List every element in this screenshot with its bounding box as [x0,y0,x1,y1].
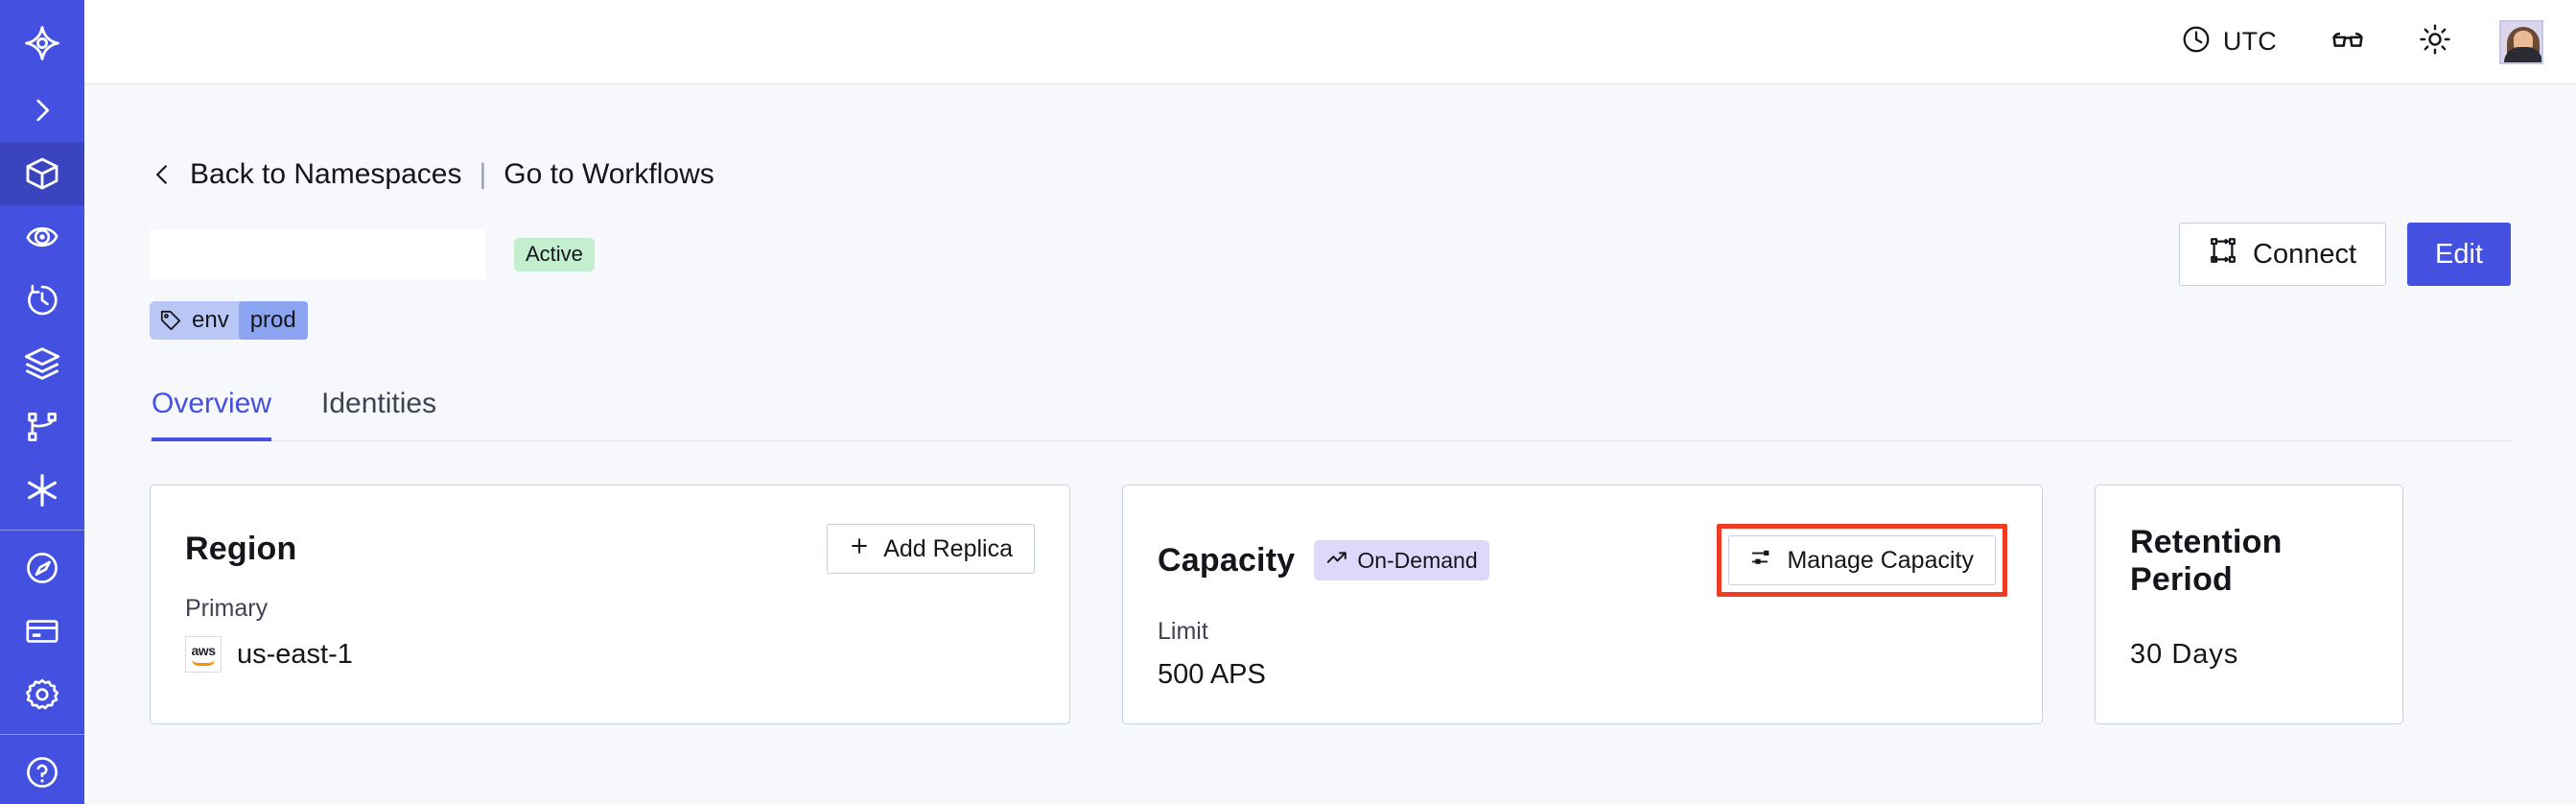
breadcrumb-workflows-link[interactable]: Go to Workflows [503,158,714,190]
edit-button-label: Edit [2435,238,2483,270]
page-title [150,229,485,279]
retention-card-title: Retention Period [2130,524,2283,598]
manage-capacity-label: Manage Capacity [1787,546,1974,574]
on-demand-badge-label: On-Demand [1357,547,1478,573]
aws-logo-icon: aws [185,636,222,673]
breadcrumb-separator: | [479,158,487,190]
theme-toggle-button[interactable] [2392,23,2478,60]
region-primary-label: Primary [185,595,269,622]
add-replica-button[interactable]: Add Replica [827,524,1035,574]
capacity-card: Capacity On-Demand [1122,485,2043,724]
region-primary-value: us-east-1 [237,638,353,670]
region-primary-value-row: aws us-east-1 [185,636,1035,673]
retention-card: Retention Period 30 Days [2095,485,2403,724]
breadcrumb: Back to Namespaces | Go to Workflows [150,158,2511,191]
add-replica-label: Add Replica [883,534,1013,562]
connect-button-label: Connect [2253,238,2357,270]
sidebar-item-nexus[interactable] [0,459,84,522]
capacity-card-header: Capacity On-Demand [1158,524,2007,597]
status-badge: Active [514,237,595,272]
namespace-header: Active [150,223,2511,286]
avatar-body [2504,46,2541,62]
sidebar-divider-1 [0,529,84,531]
on-demand-badge: On-Demand [1314,540,1489,580]
region-card-header: Region Add Replica [185,524,1035,574]
edit-button[interactable]: Edit [2407,223,2511,286]
tag-key: env [192,307,229,333]
region-card-actions: Add Replica [827,524,1035,574]
breadcrumb-back-link[interactable]: Back to Namespaces [190,158,462,190]
capacity-card-title: Capacity [1158,541,1296,579]
connect-button[interactable]: Connect [2179,223,2387,286]
sidebar-item-workflows[interactable] [0,395,84,459]
page-content: Back to Namespaces | Go to Workflows Act… [84,84,2576,804]
main-area: UTC [84,0,2576,804]
sidebar-item-schedules[interactable] [0,269,84,332]
tag-env-prod[interactable]: env prod [150,301,308,340]
namespace-tags: env prod [150,301,2511,340]
timezone-selector[interactable]: UTC [2154,24,2304,59]
sun-icon [2419,23,2451,60]
sidebar-item-usage[interactable] [0,536,84,600]
sidebar-item-help[interactable] [0,741,84,804]
glasses-icon [2330,22,2365,61]
tab-identities[interactable]: Identities [321,388,437,419]
sidebar-item-namespaces[interactable] [0,141,84,205]
aws-logo-smile [192,659,215,666]
tab-bar: Overview Identities [150,388,2511,441]
trending-up-icon [1325,547,1348,574]
sidebar-item-observability[interactable] [0,205,84,269]
sidebar-logo-icon[interactable] [0,8,84,79]
sidebar-divider-2 [0,733,84,735]
tag-value: prod [238,301,308,340]
sidebar [0,0,84,804]
chevron-left-icon[interactable] [150,158,175,191]
plus-icon [849,535,870,563]
tag-icon [159,309,182,332]
sidebar-expand-icon[interactable] [0,79,84,142]
connect-flow-icon [2209,236,2237,272]
avatar[interactable] [2499,19,2543,64]
overview-cards: Region Add Replica [150,485,2511,724]
topbar: UTC [84,0,2576,84]
sidebar-item-settings[interactable] [0,663,84,726]
reading-mode-button[interactable] [2304,22,2392,61]
sidebar-item-batch-operations[interactable] [0,332,84,395]
retention-card-header: Retention Period [2130,524,2368,599]
timezone-label: UTC [2222,27,2277,56]
capacity-limit-value: 500 APS [1158,659,1266,690]
region-card-title: Region [185,530,297,567]
aws-logo-text: aws [191,642,216,658]
capacity-card-actions: Manage Capacity [1717,524,2007,597]
namespace-actions: Connect Edit [2179,223,2511,286]
tab-overview[interactable]: Overview [152,388,272,441]
sliders-icon [1750,546,1773,576]
sidebar-item-billing[interactable] [0,600,84,663]
manage-capacity-highlight: Manage Capacity [1717,524,2007,597]
region-card: Region Add Replica [150,485,1070,724]
manage-capacity-button[interactable]: Manage Capacity [1728,535,1996,585]
clock-icon [2181,24,2212,59]
capacity-limit-label: Limit [1158,618,1208,645]
retention-value: 30 Days [2130,639,2239,670]
